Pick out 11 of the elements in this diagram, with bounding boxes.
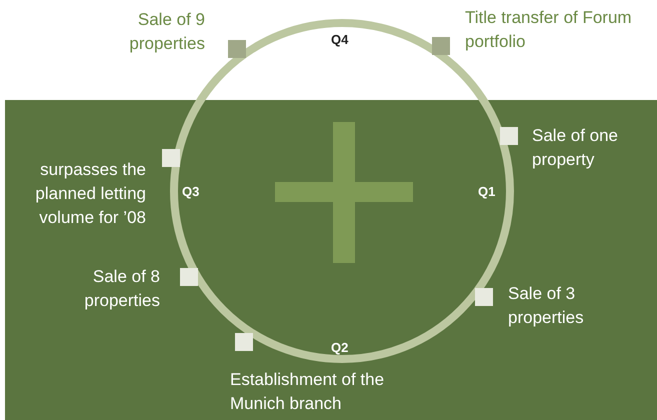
event-label: Sale of 3 properties <box>508 283 585 329</box>
quarter-label: Q1 <box>478 184 496 199</box>
event-label: Sale of 9 properties <box>128 9 205 55</box>
quarter-label: Q4 <box>331 32 348 47</box>
event-label: Establishment of the Munich branch <box>230 369 386 415</box>
quarter-label: Q2 <box>331 340 348 355</box>
event-label: Title transfer of Forum portfolio <box>465 7 633 53</box>
event-label: surpasses the planned letting volume for ’08 <box>34 159 146 229</box>
quarter-label: Q3 <box>182 184 200 199</box>
event-label: Sale of one property <box>532 125 620 171</box>
event-label: Sale of 8 properties <box>83 266 160 312</box>
